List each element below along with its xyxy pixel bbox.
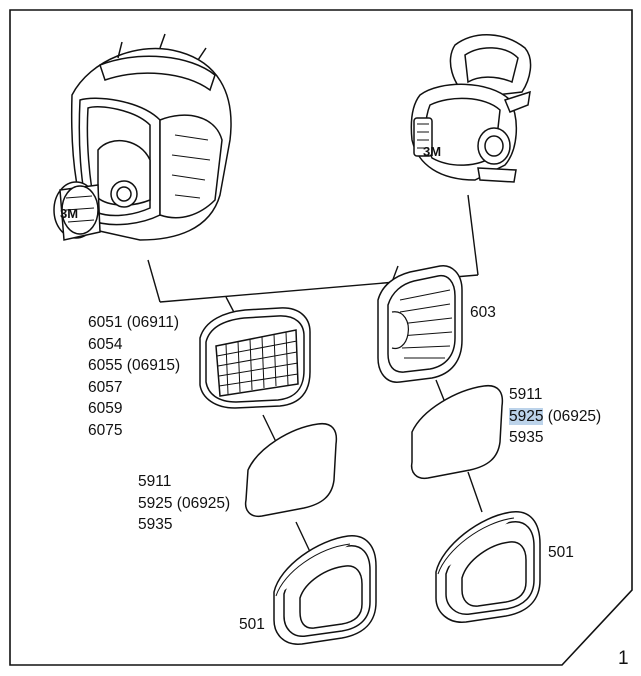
right-retainer-illustration (435, 511, 541, 623)
half-mask-logo: 3M (423, 144, 441, 159)
part-number-suffix: (06925) (543, 407, 602, 425)
part-number: 6075 (88, 421, 123, 439)
left-retainer-label: 501 (239, 616, 265, 633)
half-face-mask-illustration (410, 34, 532, 183)
part-number: 5935 (138, 516, 173, 533)
left-filter-part-list: 5911 5925 (06925) 5935 (138, 471, 230, 536)
right-cartridge-label: 603 (470, 304, 496, 321)
part-number: 5911 (138, 473, 172, 490)
left-cartridge-part-list: 6051 (06911) 6054 6055 (06915) 6057 6059… (88, 312, 180, 441)
part-number: 6054 (88, 335, 123, 353)
highlighted-part-number[interactable]: 5925 (509, 407, 544, 425)
right-retainer-label: 501 (548, 544, 574, 561)
left-retainer-illustration (273, 535, 377, 645)
part-number: 6057 (88, 378, 123, 396)
part-number: 5911 (509, 386, 543, 403)
part-number: 6059 (88, 400, 123, 417)
part-number: 6051 (06911) (88, 314, 180, 331)
right-filter-pad-illustration (410, 384, 504, 480)
left-filter-pad-illustration (244, 422, 338, 518)
right-cartridge-illustration (377, 265, 463, 383)
part-number: 6055 (06915) (88, 357, 181, 374)
full-face-mask-illustration (53, 33, 232, 241)
left-cartridge-illustration (199, 307, 311, 409)
full-mask-logo: 3M (60, 206, 78, 221)
part-number: 5925 (06925) (138, 494, 231, 512)
part-number-highlighted-row: 5925 (06925) (509, 406, 601, 428)
right-filter-part-list: 5911 5925 (06925) 5935 (509, 384, 601, 449)
page-number: 1 (618, 648, 629, 669)
part-number: 5935 (509, 429, 544, 446)
page-frame (9, 9, 633, 666)
